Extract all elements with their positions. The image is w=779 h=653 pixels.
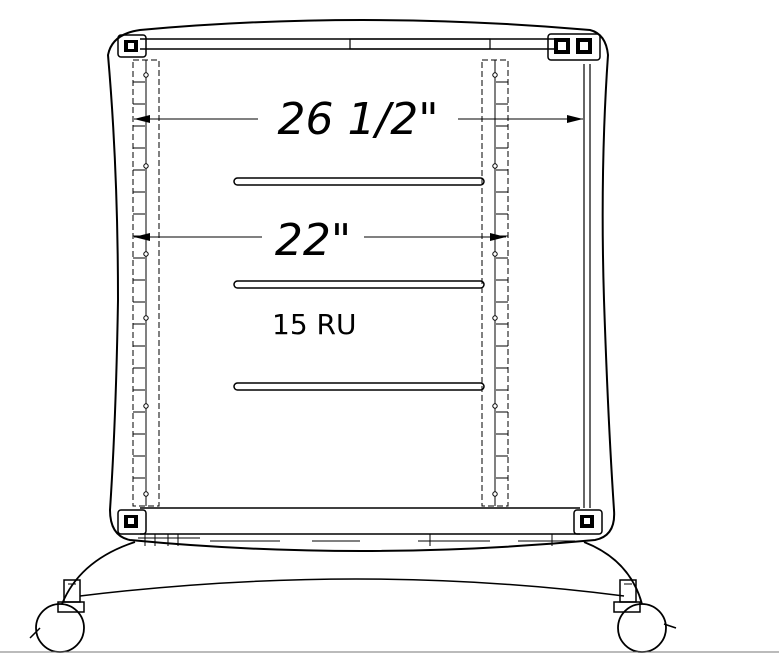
corner-bracket-top-left — [117, 34, 147, 58]
top-handle — [349, 38, 491, 50]
inner-width-label: 22" — [275, 215, 351, 266]
rail-hole — [143, 251, 149, 257]
shelf-bar-upper — [233, 177, 485, 186]
rail-hole — [143, 315, 149, 321]
rail-hole — [492, 163, 498, 169]
shelf-bar-lower — [233, 382, 485, 391]
corner-bracket-bottom-left — [117, 509, 147, 535]
rail-hole — [492, 72, 498, 78]
cart-body-outline — [106, 19, 616, 552]
left-rack-rail — [132, 59, 160, 507]
outer-width-label: 26 1/2" — [277, 94, 438, 145]
caster-left — [29, 579, 85, 653]
rack-units-label: 15 RU — [272, 308, 356, 341]
rail-hole — [143, 163, 149, 169]
rail-hole — [492, 403, 498, 409]
corner-bracket-top-right — [547, 33, 601, 61]
rail-hole — [143, 403, 149, 409]
dimension-inner-width: 22" — [134, 215, 506, 266]
right-rack-rail — [481, 59, 509, 507]
corner-bracket-bottom-right — [573, 509, 603, 535]
rail-hole — [143, 72, 149, 78]
rail-hole — [492, 315, 498, 321]
shelf-bar-middle — [233, 280, 485, 289]
base-arch-inner — [79, 578, 625, 597]
bottom-rail-detail — [138, 534, 575, 546]
rail-hole — [143, 491, 149, 497]
caster-right — [613, 579, 677, 653]
dimension-outer-width: 26 1/2" — [134, 94, 583, 145]
base-arch-outer — [61, 541, 643, 605]
rail-hole — [492, 251, 498, 257]
rail-hole — [492, 491, 498, 497]
